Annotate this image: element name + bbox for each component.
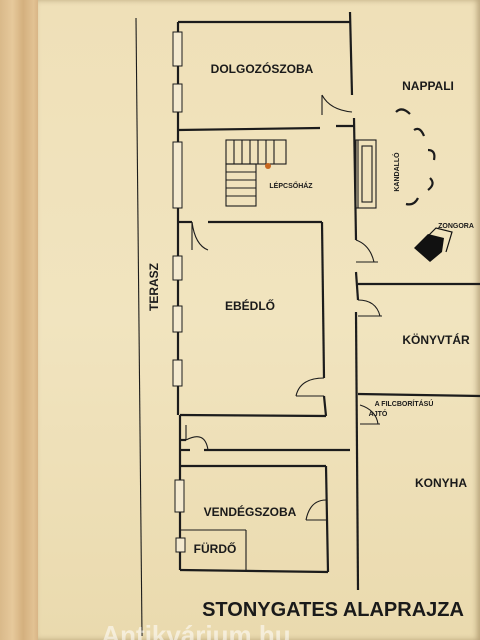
label-konyvtar: KÖNYVTÁR [402,332,470,347]
doors [185,94,382,521]
label-zongora: ZONGORA [438,223,474,230]
paper-page [38,0,480,640]
label-lepcsohaz: LÉPCSŐHÁZ [269,181,313,190]
label-ajto: AJTÓ [369,409,388,418]
staircase-icon [225,139,287,207]
label-terasz: TERASZ [147,263,161,311]
walls [175,11,480,591]
piano-icon [414,227,453,262]
watermark: Antikvárium.hu [101,620,290,640]
sofa-icon [395,108,436,206]
label-ebedlo: EBÉDLŐ [225,298,275,313]
label-vendegszoba: VENDÉGSZOBA [204,504,297,519]
plan-title: STONYGATES ALAPRAJZA [202,599,464,621]
label-dolgozoszoba: DOLGOZÓSZOBA [211,61,314,76]
west-windows [172,31,185,513]
label-kandallo: KANDALLÓ [392,152,401,192]
label-konyha: KONYHA [415,476,467,490]
label-nappali: NAPPALI [402,79,454,93]
fireplace-icon [355,139,377,209]
label-filcboritasu: A FILCBORÍTÁSÚ [375,399,434,408]
wooden-background [0,0,42,640]
label-furdo: FÜRDŐ [194,541,237,556]
